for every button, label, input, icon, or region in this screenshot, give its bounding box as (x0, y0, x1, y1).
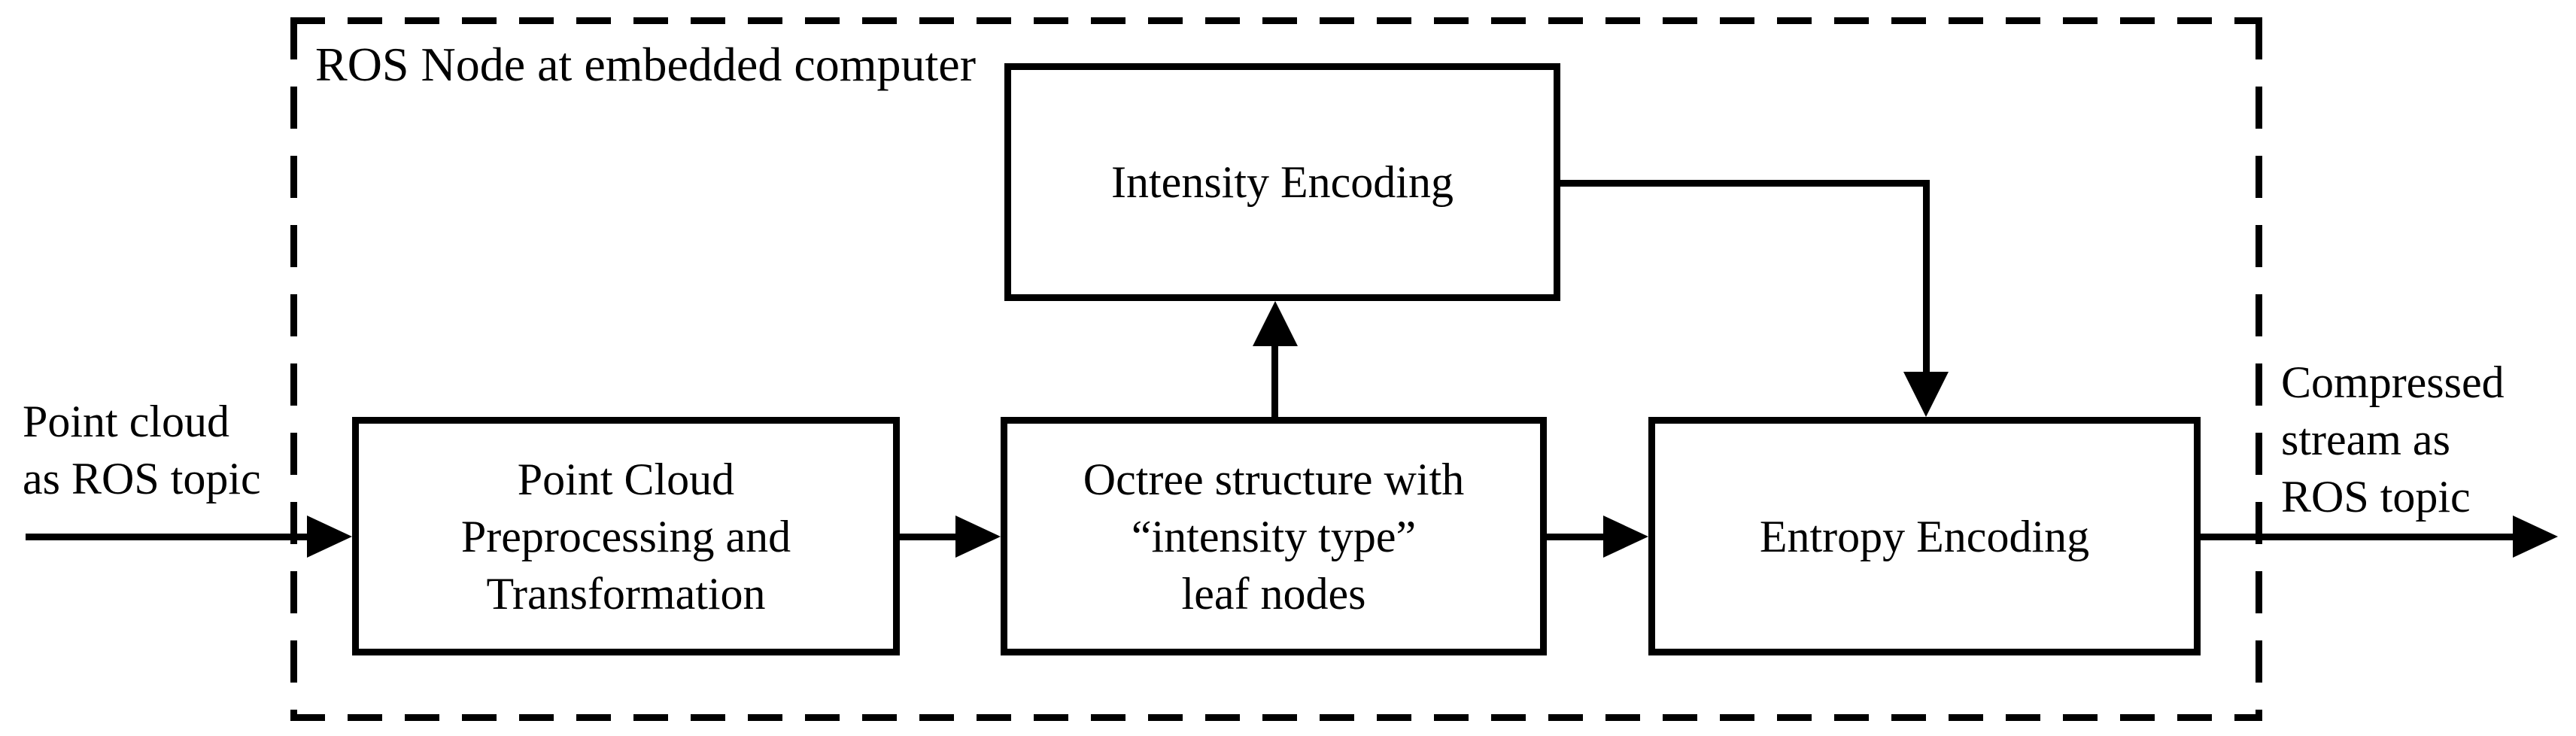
block-entropy-encoding: Entropy Encoding (1648, 417, 2201, 655)
arrow-preprocessing-to-octree-head (955, 516, 1001, 558)
block-octree-structure-label: Octree structure with “intensity type” l… (1083, 454, 1465, 619)
arrow-intensity-to-entropy-line-horizontal (1560, 180, 1930, 187)
block-intensity-encoding-label: Intensity Encoding (1111, 157, 1454, 207)
block-octree-structure: Octree structure with “intensity type” l… (1001, 417, 1547, 655)
arrow-octree-to-entropy-head (1603, 516, 1648, 558)
boundary-edge-left (290, 17, 297, 721)
block-point-cloud-preprocessing-label: Point Cloud Preprocessing and Transforma… (460, 454, 791, 619)
arrow-octree-to-intensity-line (1271, 342, 1278, 424)
arrow-octree-to-intensity-head (1253, 301, 1298, 346)
arrow-input-line (26, 534, 308, 540)
arrow-input-head (307, 516, 352, 558)
block-point-cloud-preprocessing: Point Cloud Preprocessing and Transforma… (352, 417, 900, 655)
arrow-preprocessing-to-octree-line (900, 534, 957, 540)
boundary-edge-right (2256, 17, 2262, 721)
block-intensity-encoding: Intensity Encoding (1004, 63, 1560, 301)
output-label: Compressed stream as ROS topic (2281, 357, 2505, 522)
arrow-octree-to-entropy-line (1547, 534, 1605, 540)
input-label: Point cloud as ROS topic (23, 397, 261, 503)
block-entropy-encoding-label: Entropy Encoding (1759, 511, 2090, 561)
arrow-intensity-to-entropy-line-vertical (1923, 180, 1930, 373)
boundary-edge-bottom (290, 714, 2262, 721)
boundary-edge-top (290, 17, 2262, 24)
arrow-intensity-to-entropy-head (1903, 372, 1949, 417)
arrow-output-line (2201, 534, 2514, 540)
ros-node-title: ROS Node at embedded computer (315, 38, 976, 91)
arrow-output-head (2513, 516, 2558, 558)
